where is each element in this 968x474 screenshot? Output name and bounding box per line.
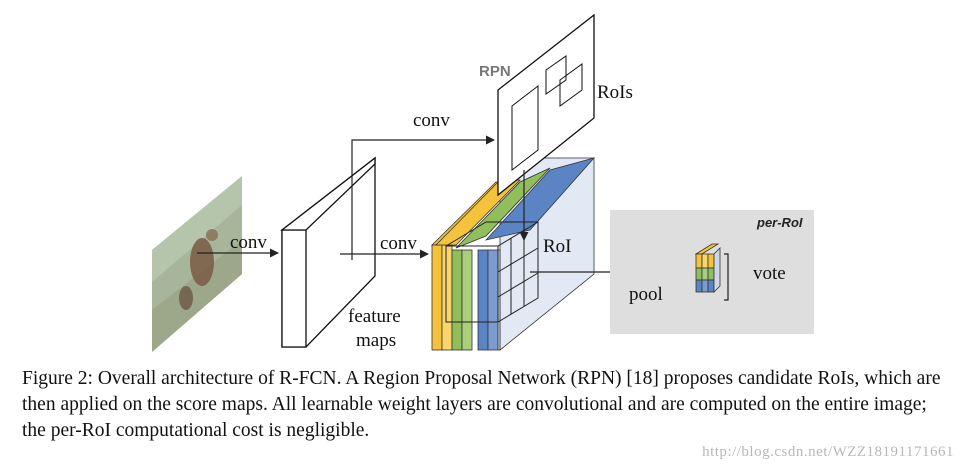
score-map-yellow-front-2 — [441, 244, 453, 351]
score-map-top-green — [455, 167, 551, 249]
label-rois: RoIs — [597, 82, 633, 103]
rpn-rois-boxes — [511, 55, 583, 172]
score-map-green-front-2 — [461, 249, 473, 351]
score-map-yellow-front-1 — [431, 244, 443, 351]
score-map-blue-front-1 — [477, 249, 489, 351]
score-map-blue-front-2 — [487, 249, 499, 351]
score-map-top-blue — [484, 157, 596, 241]
label-rpn: RPN — [479, 63, 511, 80]
figure-caption: Figure 2: Overall architecture of R-FCN.… — [22, 368, 941, 441]
roi-cube — [445, 221, 539, 323]
label-feature: feature — [348, 306, 401, 327]
label-roi: RoI — [543, 236, 572, 257]
label-conv-input: conv — [230, 232, 267, 253]
rpn-sheet — [497, 13, 595, 197]
watermark: http://blog.csdn.net/WZZ18191171661 — [702, 444, 954, 460]
input-image — [152, 176, 242, 352]
conv-arrow-to-rpn — [351, 135, 495, 260]
vote-bracket — [724, 253, 729, 301]
pooled-score-block — [694, 243, 721, 293]
score-map-green-front-1 — [451, 249, 463, 351]
label-conv-top: conv — [413, 110, 450, 131]
label-per-roi: per-RoI — [756, 215, 803, 230]
label-maps: maps — [356, 330, 396, 351]
label-conv-mid: conv — [380, 233, 417, 254]
score-map-top-yellow — [435, 179, 521, 246]
label-vote: vote — [753, 263, 786, 284]
label-pool: pool — [629, 284, 663, 305]
